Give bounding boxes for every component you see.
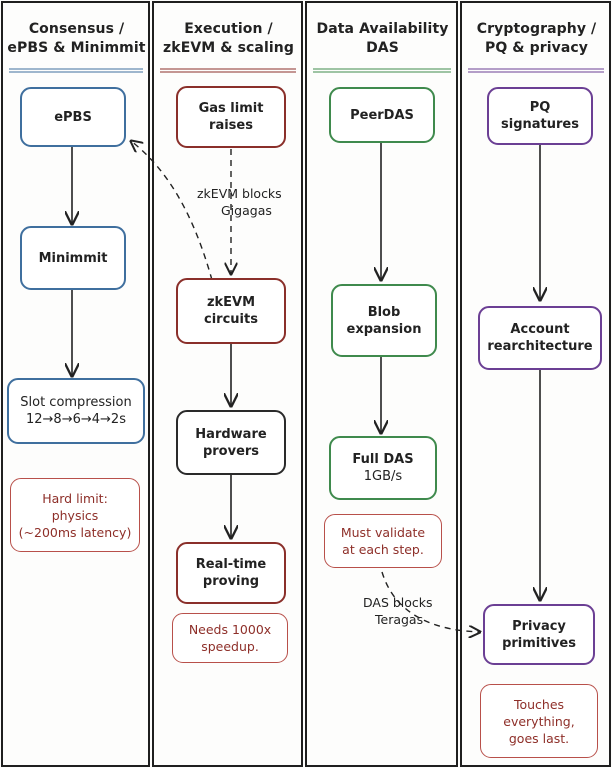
column-title-line: PQ & privacy <box>484 40 589 56</box>
node-label: primitives <box>502 635 576 651</box>
note-line: everything, <box>503 713 575 729</box>
col-underline-cryptography <box>468 68 604 73</box>
edge-label-line: Gigagas <box>221 203 272 218</box>
column-title-line: ePBS & Minimmit <box>7 40 146 56</box>
note-line: (~200ms latency) <box>18 524 132 540</box>
node-sublabel: 1GB/s <box>363 469 403 484</box>
node-label: provers <box>202 443 260 459</box>
note-line: Hard limit: <box>42 490 108 506</box>
note-must-validate: Must validate at each step. <box>324 514 442 568</box>
node-label: zkEVM <box>206 295 256 310</box>
col-underline-data-availability <box>313 68 451 73</box>
node-epbs: ePBS <box>20 87 126 147</box>
node-minimmit: Minimmit <box>20 226 126 290</box>
column-title-line: Data Availability <box>316 21 449 37</box>
column-title-line: Cryptography / <box>476 21 597 37</box>
node-label: Account <box>510 322 570 337</box>
node-label: Real-time <box>195 557 267 572</box>
column-title-line: DAS <box>366 40 399 56</box>
node-realtime-proving: Real-time proving <box>176 542 286 604</box>
node-label: PQ <box>529 100 551 115</box>
node-hardware-provers: Hardware provers <box>176 410 286 475</box>
node-label: ePBS <box>54 109 92 125</box>
note-line: goes last. <box>508 730 570 746</box>
note-line: Needs 1000x <box>188 622 272 637</box>
col-border-cryptography <box>460 1 611 767</box>
node-label: PeerDAS <box>350 107 414 123</box>
column-title-line: zkEVM & scaling <box>163 40 294 56</box>
node-label: expansion <box>346 321 422 337</box>
arrow-full-das-to-privacy <box>381 571 480 632</box>
node-zkevm-circuits: zkEVM circuits <box>176 278 286 344</box>
column-header-execution: Execution / zkEVM & scaling <box>155 14 302 64</box>
column-title-line: Consensus / <box>28 21 125 37</box>
node-label: Gas limit <box>198 101 264 116</box>
note-line: speedup. <box>201 639 259 654</box>
col-border-consensus <box>1 1 150 767</box>
column-header-consensus: Consensus / ePBS & Minimmit <box>4 14 149 64</box>
node-label: proving <box>202 574 260 589</box>
note-needs-speedup: Needs 1000x speedup. <box>172 613 288 663</box>
node-label: Slot compression <box>20 395 132 410</box>
col-border-data-availability <box>305 1 458 767</box>
col-underline-execution <box>160 68 296 73</box>
column-header-cryptography: Cryptography / PQ & privacy <box>463 14 610 64</box>
node-label: Full DAS <box>352 452 414 467</box>
col-underline-consensus <box>9 68 143 73</box>
node-label: signatures <box>501 117 579 132</box>
node-label: Blob <box>367 304 401 320</box>
node-blob-expansion: Blob expansion <box>331 284 437 357</box>
node-peerdas: PeerDAS <box>329 87 435 143</box>
note-line: physics <box>51 507 99 523</box>
node-pq-signatures: PQ signatures <box>487 87 593 145</box>
note-line: Must validate <box>340 525 426 540</box>
note-touches-everything: Touches everything, goes last. <box>480 684 598 758</box>
edge-label-line: DAS blocks <box>363 595 433 610</box>
node-slot-compression: Slot compression 12→8→6→4→2s <box>7 378 145 444</box>
node-label: Minimmit <box>38 250 108 266</box>
edge-label-das-blocks: DAS blocks Teragas <box>363 594 459 628</box>
node-label: raises <box>209 118 253 133</box>
node-privacy-primitives: Privacy primitives <box>483 604 595 665</box>
col-border-execution <box>152 1 303 767</box>
edge-label-line: zkEVM blocks <box>197 186 282 201</box>
node-full-das: Full DAS 1GB/s <box>329 436 437 500</box>
note-hard-limit: Hard limit: physics (~200ms latency) <box>10 478 140 552</box>
node-label: rearchitecture <box>487 339 593 354</box>
node-sublabel: 12→8→6→4→2s <box>26 412 126 427</box>
edge-label-line: Teragas <box>375 612 424 627</box>
arrow-zkevm-to-epbs <box>131 141 213 281</box>
node-account-rearchitecture: Account rearchitecture <box>478 306 602 370</box>
note-line: at each step. <box>342 542 424 557</box>
node-label: Privacy <box>512 618 566 634</box>
node-label: circuits <box>204 312 258 327</box>
column-title-line: Execution / <box>184 21 273 37</box>
note-line: Touches <box>513 696 565 712</box>
node-label: Hardware <box>195 426 267 442</box>
node-gas-limit: Gas limit raises <box>176 86 286 148</box>
edge-label-zkevm-blocks: zkEVM blocks Gigagas <box>197 185 301 219</box>
column-header-data-availability: Data Availability DAS <box>308 14 457 64</box>
